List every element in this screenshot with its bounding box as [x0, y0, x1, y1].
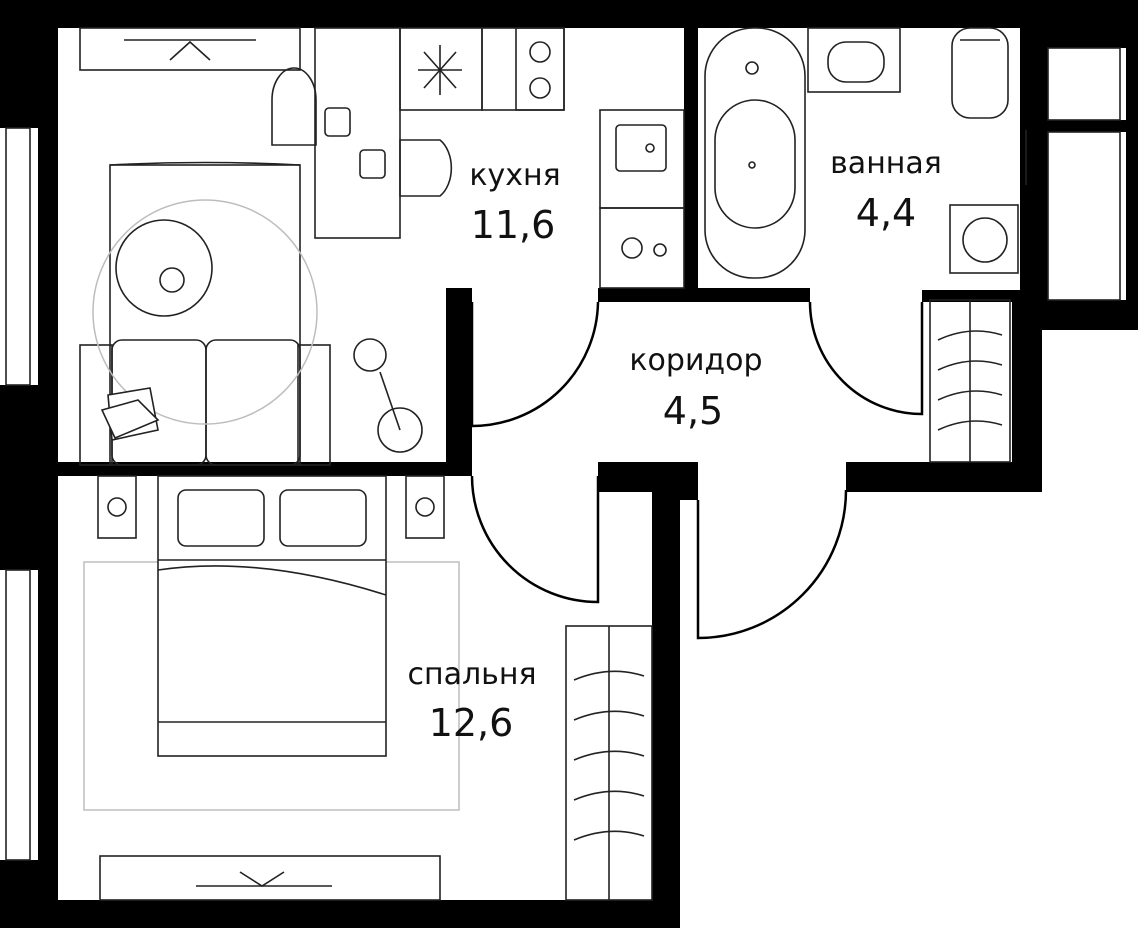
kitchen-name: кухня — [469, 158, 560, 193]
corridor-area: 4,5 — [663, 389, 723, 433]
bedroom-area: 12,6 — [429, 701, 514, 745]
bathroom-name: ванная — [830, 146, 942, 181]
bathroom-area: 4,4 — [856, 191, 916, 235]
room-label-bathroom: ванная 4,4 — [830, 146, 942, 235]
doors — [470, 301, 924, 640]
windows — [5, 47, 1121, 861]
corridor-name: коридор — [629, 343, 762, 378]
kitchen-area: 11,6 — [471, 203, 556, 247]
bedroom-furniture — [83, 475, 653, 901]
living-furniture — [79, 27, 685, 466]
bathroom-fixtures — [704, 27, 1027, 279]
corridor-wardrobe — [929, 299, 1011, 463]
room-label-corridor: коридор 4,5 — [629, 343, 762, 433]
bedroom-name: спальня — [407, 657, 536, 692]
room-label-kitchen: кухня 11,6 — [469, 158, 560, 247]
room-label-bedroom: спальня 12,6 — [407, 657, 536, 745]
